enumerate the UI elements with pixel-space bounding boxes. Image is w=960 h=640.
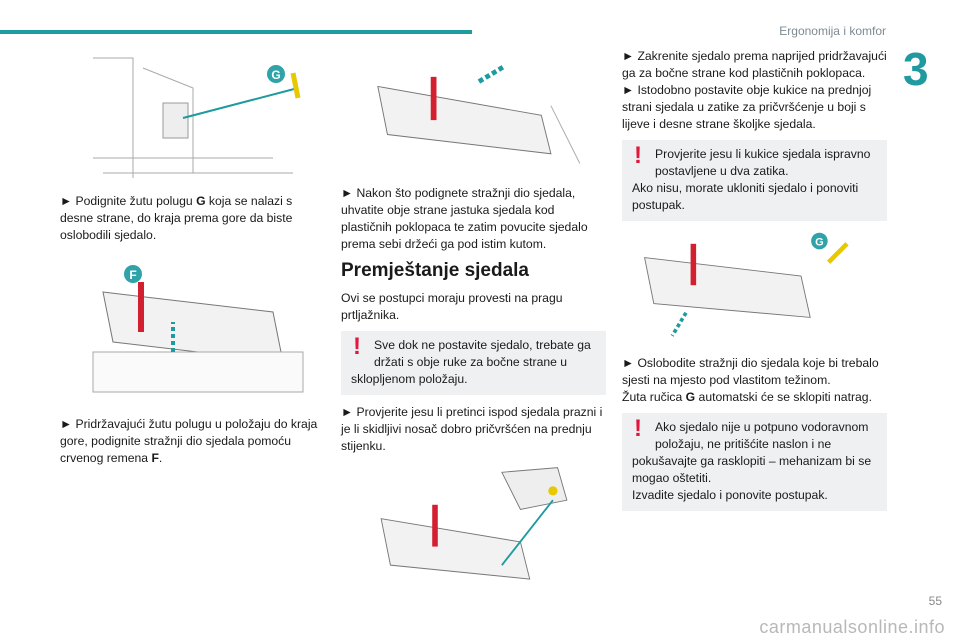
- instruction-4: ► Provjerite jesu li pretinci ispod sjed…: [341, 405, 603, 453]
- instruction-3: ► Nakon što podignete stražnji dio sjeda…: [341, 186, 588, 251]
- watermark: carmanualsonline.info: [759, 617, 945, 637]
- warning-icon: !: [353, 333, 361, 360]
- page-number: 55: [928, 594, 942, 608]
- instruction-1: ► Podignite žutu polugu G koja se nalazi…: [60, 194, 293, 242]
- instruction-6: ► Oslobodite stražnji dio sjedala koje b…: [622, 356, 879, 404]
- column-2: ► Nakon što podignete stražnji dio sjeda…: [341, 48, 606, 593]
- warning-box: ! Sve dok ne postavite sjedalo, trebate …: [341, 331, 606, 395]
- label-f: F: [129, 268, 136, 282]
- instruction-2: ► Pridržavajući žutu polugu u položaju d…: [60, 417, 318, 465]
- illustration-pull-seat: [376, 65, 580, 164]
- chapter-number: 3: [903, 43, 929, 95]
- label-g: G: [815, 237, 824, 249]
- column-3: ► Zakrenite sjedalo prema naprijed pridr…: [622, 48, 887, 520]
- warning-icon: !: [634, 415, 642, 442]
- warning-box: ! Provjerite jesu li kukice sjedala ispr…: [622, 140, 887, 221]
- warning-icon: !: [634, 142, 642, 169]
- intro-text: Ovi se postupci moraju provesti na pragu…: [341, 291, 563, 322]
- header-accent-bar: [0, 30, 472, 34]
- column-1: G ► Podignite žutu polugu G koja se nala…: [60, 48, 325, 474]
- illustration-seat-lowered: G: [643, 232, 849, 337]
- section-heading: Premještanje sjedala: [341, 260, 529, 281]
- section-title: Ergonomija i komfor: [779, 24, 886, 38]
- warning-box: ! Ako sjedalo nije u potpuno vodoravnom …: [622, 413, 887, 511]
- illustration-lever-g: G: [72, 48, 313, 183]
- illustration-carrier: [380, 467, 567, 580]
- label-g: G: [271, 68, 280, 82]
- instruction-5: ► Zakrenite sjedalo prema naprijed pridr…: [622, 49, 887, 131]
- illustration-strap-f: F: [92, 265, 303, 393]
